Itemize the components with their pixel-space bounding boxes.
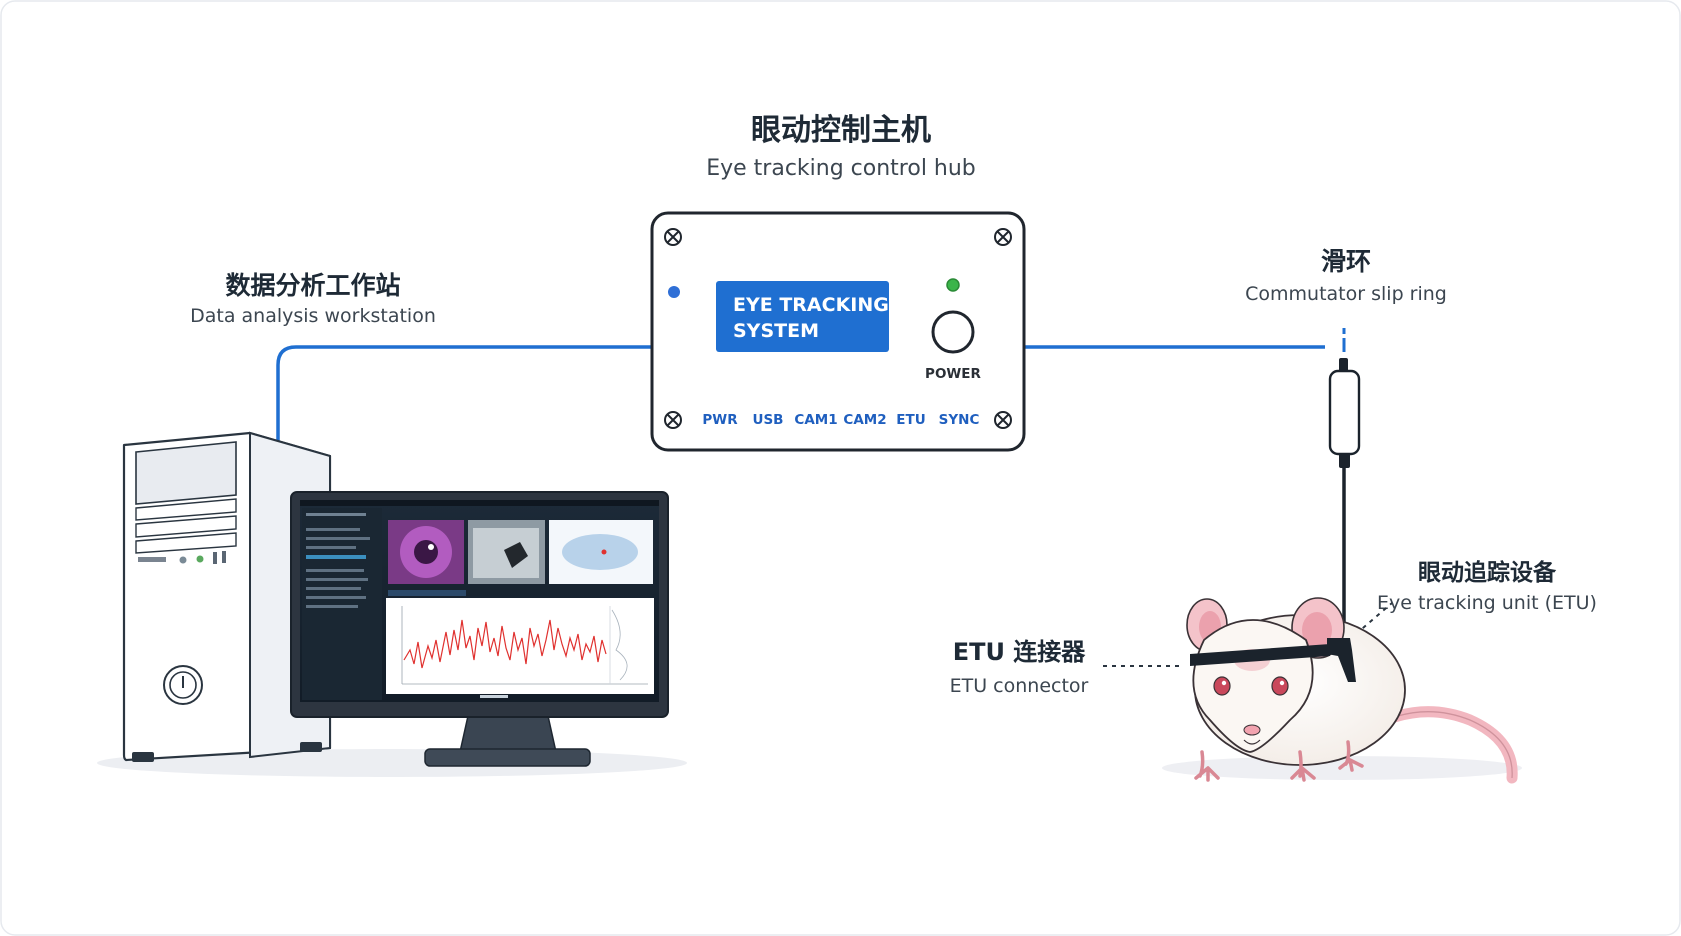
rat-paw	[1290, 750, 1316, 782]
gaze-scatter-view	[549, 520, 653, 584]
rat-paw	[1338, 740, 1364, 772]
taskbar-icons	[480, 695, 508, 698]
connector-title-en: ETU connector	[950, 675, 1089, 697]
rat-nose	[1243, 724, 1261, 736]
status-led-green-icon	[946, 278, 960, 292]
screw-icon	[994, 411, 1012, 429]
etu-title-en: Eye tracking unit (ETU)	[1377, 592, 1597, 614]
playback-bar	[388, 590, 466, 596]
indicator-icon	[179, 556, 187, 564]
rat-eye-right	[1271, 676, 1289, 696]
hub-port-labels: PWR USB CAM1 CAM2 ETU SYNC	[702, 412, 979, 428]
hub-display-line2: SYSTEM	[733, 320, 819, 342]
cable-hub-to-workstation	[276, 345, 652, 450]
port-label-usb: USB	[753, 412, 784, 428]
workstation-title-en: Data analysis workstation	[190, 305, 436, 327]
workstation-title-zh: 数据分析工作站	[225, 271, 400, 300]
indicator-icon	[196, 555, 204, 563]
pc-foot	[132, 752, 154, 762]
hub-display	[716, 281, 889, 352]
scene-camera-view	[468, 520, 545, 584]
port-label-cam1: CAM1	[794, 412, 837, 428]
power-button[interactable]	[931, 310, 975, 354]
status-led-blue-icon	[668, 286, 680, 298]
signal-side-curve	[611, 609, 628, 681]
screw-icon	[664, 228, 682, 246]
rat-paw	[1194, 750, 1220, 782]
signal-trace-panel	[386, 598, 654, 694]
port-label-pwr: PWR	[702, 412, 738, 428]
usb-port-icon	[222, 551, 226, 563]
slip-ring-title-zh: 滑环	[1321, 247, 1371, 276]
signal-trace-line	[403, 619, 607, 669]
slip-ring-title-en: Commutator slip ring	[1245, 283, 1447, 305]
cable-hub-to-slip-ring	[1024, 328, 1346, 352]
connector-title-zh: ETU 连接器	[953, 638, 1087, 666]
etu-leader-line	[1355, 602, 1393, 635]
app-sidebar	[302, 508, 382, 700]
rat-eye-left	[1213, 676, 1231, 696]
hub-title-en: Eye tracking control hub	[706, 156, 976, 181]
commutator-slip-ring	[1328, 358, 1361, 638]
rat-illustration	[1186, 597, 1518, 784]
drive-slot	[138, 557, 166, 562]
port-label-sync: SYNC	[939, 412, 980, 428]
usb-port-icon	[213, 552, 217, 564]
screw-icon	[994, 228, 1012, 246]
app-sidebar-rows	[306, 513, 370, 608]
hub-display-line1: EYE TRACKING	[733, 294, 889, 316]
hub-title-zh: 眼动控制主机	[751, 113, 931, 148]
port-label-cam2: CAM2	[843, 412, 886, 428]
etu-title-zh: 眼动追踪设备	[1418, 559, 1557, 586]
screw-icon	[664, 411, 682, 429]
control-hub-device: EYE TRACKING SYSTEM POWER PWR USB CAM1 CAM2…	[650, 211, 1026, 452]
pc-foot	[300, 742, 322, 752]
etu-headmount-device	[1190, 638, 1356, 682]
pc-power-button[interactable]	[163, 665, 203, 705]
port-label-etu: ETU	[896, 412, 925, 428]
monitor	[290, 491, 669, 767]
power-label: POWER	[925, 366, 981, 382]
eye-camera-view	[388, 520, 464, 584]
